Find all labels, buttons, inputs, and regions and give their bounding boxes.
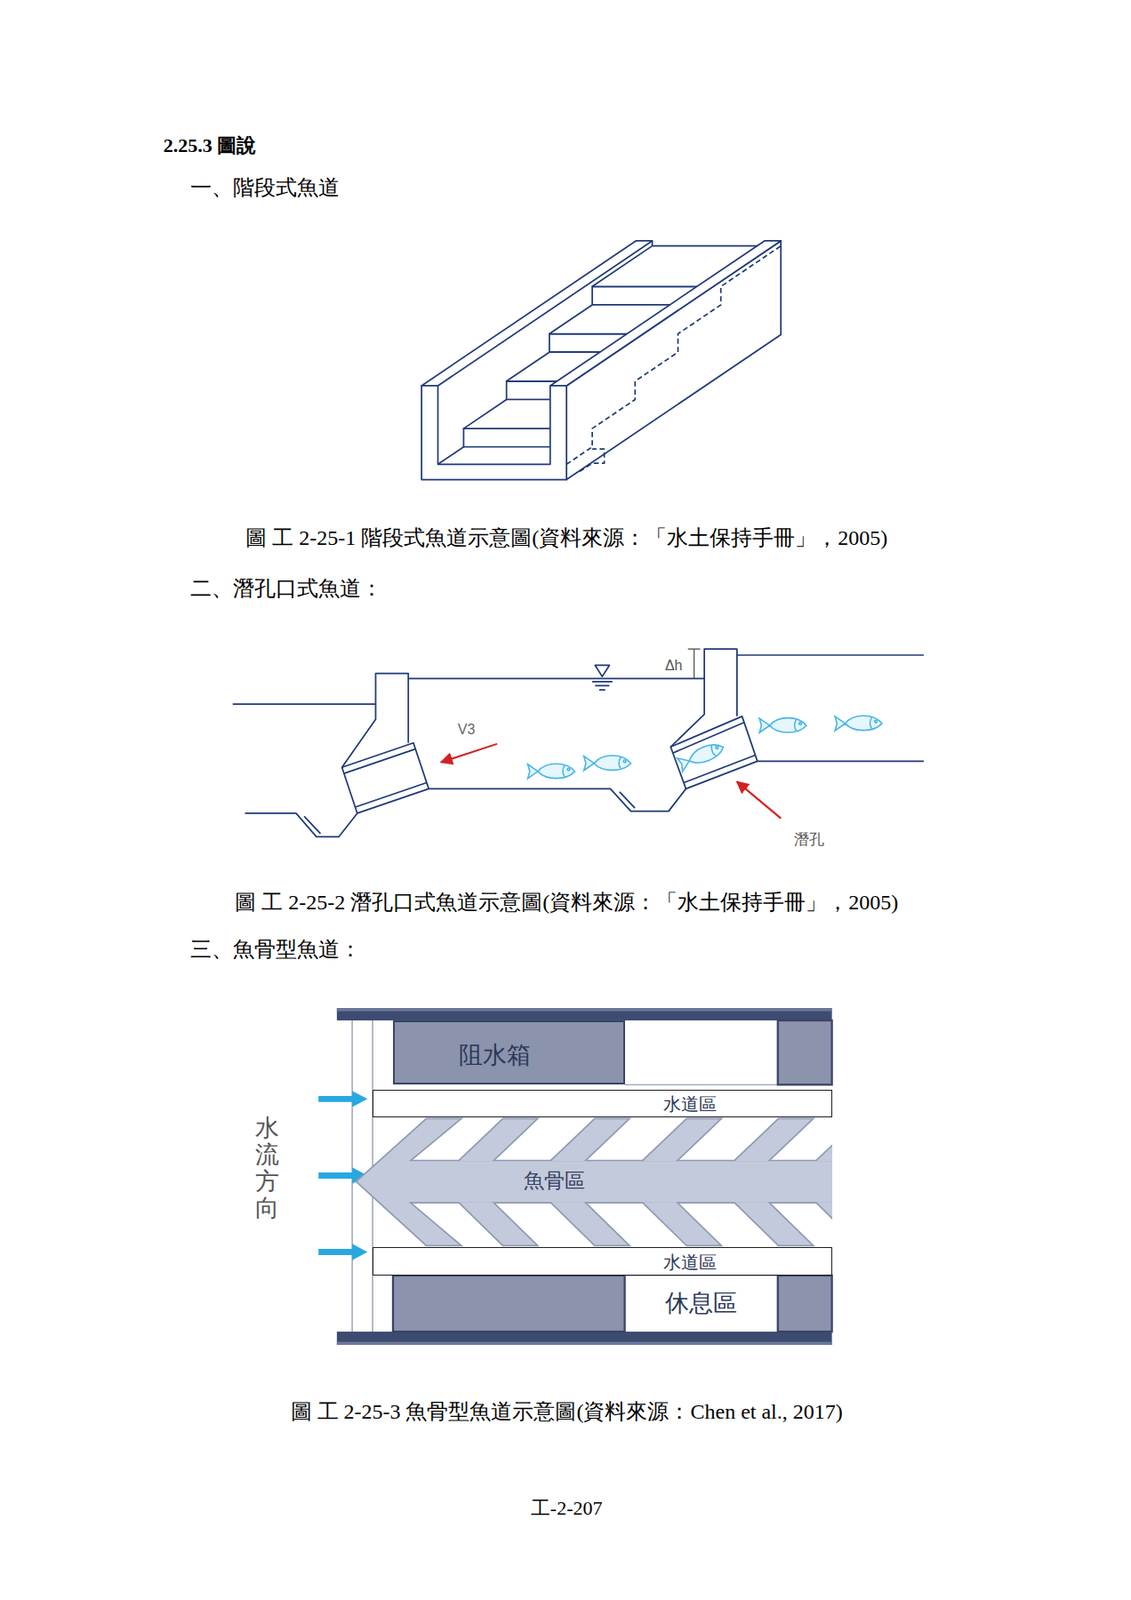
zone-label: 水道區 [663,1251,717,1274]
herringbone-fill [735,1202,812,1245]
herringbone-fill [551,1202,628,1245]
zone-label: 魚骨區 [523,1170,586,1196]
fish-icon [874,720,878,723]
fish-icon [676,740,726,772]
zone-label: 休息區 [665,1289,738,1318]
herringbone-frame [778,1020,833,1085]
orifice-fishway [670,716,758,790]
fish-icon [715,745,720,750]
fish-icon [584,755,632,771]
orifice-fishway [673,722,756,784]
herringbone-edge [816,1202,832,1245]
herringbone-edge [551,1202,628,1245]
water-block-box: 阻水箱 [393,1020,626,1085]
rest-zone: 休息區 [625,1275,779,1332]
fish-icon [799,722,803,726]
orifice-fishway [737,655,924,762]
orifice-fishway [232,649,924,837]
herringbone-fill [816,1119,832,1162]
orifice-fishway [342,743,430,814]
herringbone-zone: 魚骨區 [352,1117,833,1248]
orifice-fishway [232,703,377,706]
section-title: 2.25.3 圖說 [163,134,257,158]
subsection-heading: 二、潛孔口式魚道： [190,576,383,602]
herringbone-edge [551,1119,628,1162]
orifice-fishway [428,788,686,811]
herringbone-frame [393,1275,626,1332]
fish-icon [528,763,576,779]
part-label: 潛孔 [794,831,825,850]
herringbone-edge [459,1119,537,1162]
dimension-label: Δh [665,657,683,674]
figure-caption: 圖 工 2-25-3 魚骨型魚道示意圖(資料來源：Chen et al., 20… [290,1398,843,1425]
orifice-fishway [688,649,701,679]
orifice-fishway [408,678,705,681]
stepped-fishway [579,449,605,472]
fish-icon [759,718,807,734]
orifice-fishway [375,673,409,744]
fish-icon [584,755,632,771]
subsection-heading: 一、階段式魚道 [190,175,340,201]
fish-icon [623,760,626,763]
water-channel-band: 水道區 [372,1247,833,1276]
herringbone-edge [642,1202,720,1245]
stepped-fishway [421,240,781,481]
herringbone-edge [459,1202,537,1245]
fish-icon [834,715,883,731]
herringbone-fill [459,1202,537,1245]
herringbone-fill [735,1119,812,1162]
zone-label: 阻水箱 [458,1041,531,1070]
orifice-fishway [344,749,427,808]
herringbone-fill [357,1119,833,1245]
zone-label: 水道區 [663,1093,717,1115]
herringbone-edge [816,1119,832,1162]
velocity-label: V3 [457,721,476,738]
fish-icon [528,715,883,779]
figure-caption: 圖 工 2-25-1 階段式魚道示意圖(資料來源：「水土保持手冊」，2005) [245,525,888,552]
subsection-heading: 三、魚骨型魚道： [190,936,361,963]
orifice-fishway [441,744,498,763]
herringbone-frame [778,1275,833,1332]
herringbone-edge [402,1161,832,1203]
fish-icon [528,763,576,779]
herringbone-fill [551,1119,628,1162]
herringbone-outline [352,1117,833,1248]
herringbone-fill [402,1161,832,1203]
herringbone-frame [336,1008,833,1011]
page-number: 工-2-207 [530,1497,603,1521]
herringbone-frame [336,1342,833,1346]
herringbone-edge [735,1202,812,1245]
fish-icon [567,768,570,771]
stepped-fishway [550,240,781,386]
herringbone-frame [336,1008,833,1021]
herringbone-fill [642,1202,720,1245]
orifice-fishway [592,665,613,690]
herringbone-fill [642,1119,720,1162]
fish-icon [834,715,883,731]
flow-arrow [318,1090,368,1261]
herringbone-fill [459,1119,537,1162]
herringbone-edge [642,1119,720,1162]
flow-arrow [318,1243,368,1260]
herringbone-edge [735,1119,812,1162]
fish-icon [676,740,726,772]
orifice-fishway [737,781,781,819]
herringbone-frame [336,1331,833,1346]
flow-direction-label: 水流方向 [255,1115,280,1222]
water-channel-band: 水道區 [372,1090,833,1118]
flow-arrow [318,1090,368,1107]
figure-caption: 圖 工 2-25-2 潛孔口式魚道示意圖(資料來源：「水土保持手冊」，2005) [234,889,899,915]
fish-icon [759,718,807,734]
orifice-fishway [245,813,358,837]
stepped-fishway [566,246,781,466]
herringbone-fill [816,1202,832,1245]
stepped-fishway [421,385,567,481]
herringbone-edge [357,1119,833,1245]
